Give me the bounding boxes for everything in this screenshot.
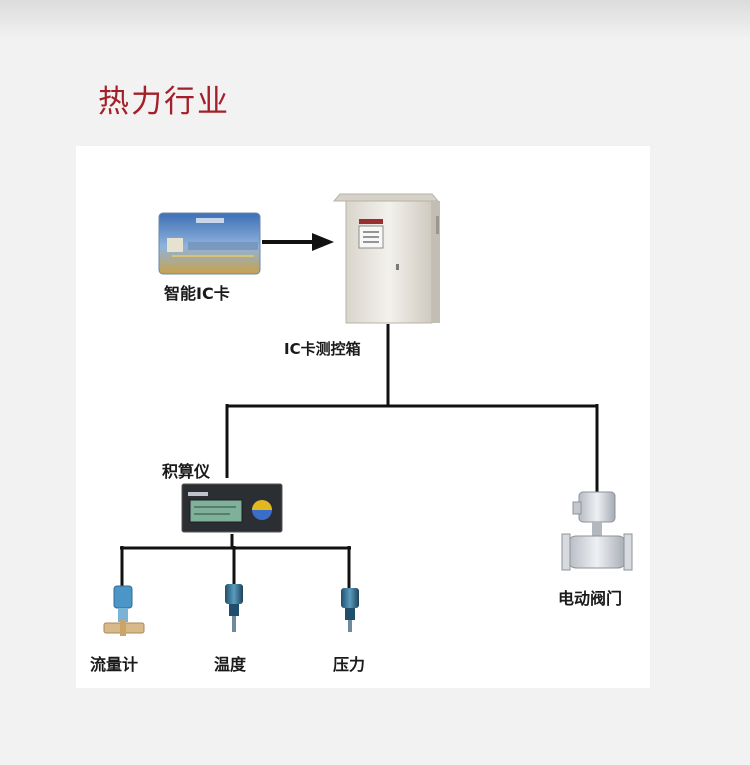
integrator-label: 积算仪 [162, 462, 211, 481]
connection-lines [120, 324, 599, 588]
ic-card-image [158, 212, 261, 275]
control-box-image [332, 193, 440, 324]
pressure-sensor-image [341, 588, 359, 632]
electric-valve-image [561, 491, 633, 571]
valve-label: 电动阀门 [558, 589, 623, 608]
control-box-label: IC卡测控箱 [284, 340, 361, 358]
pressure-label: 压力 [333, 655, 366, 674]
page-title: 热力行业 [98, 84, 230, 120]
temperature-sensor-image [225, 584, 243, 632]
integrator-image [181, 483, 283, 533]
flowmeter-image [103, 585, 145, 636]
diagram-panel: 智能IC卡 IC卡测控箱 积算仪 流量计 温度 压力 电动阀门 [76, 146, 650, 688]
temperature-label: 温度 [214, 655, 247, 674]
system-diagram [103, 193, 633, 636]
ic-card-label: 智能IC卡 [164, 284, 230, 303]
top-band [0, 0, 750, 40]
arrow-icon [262, 233, 334, 251]
flowmeter-label: 流量计 [90, 655, 139, 674]
